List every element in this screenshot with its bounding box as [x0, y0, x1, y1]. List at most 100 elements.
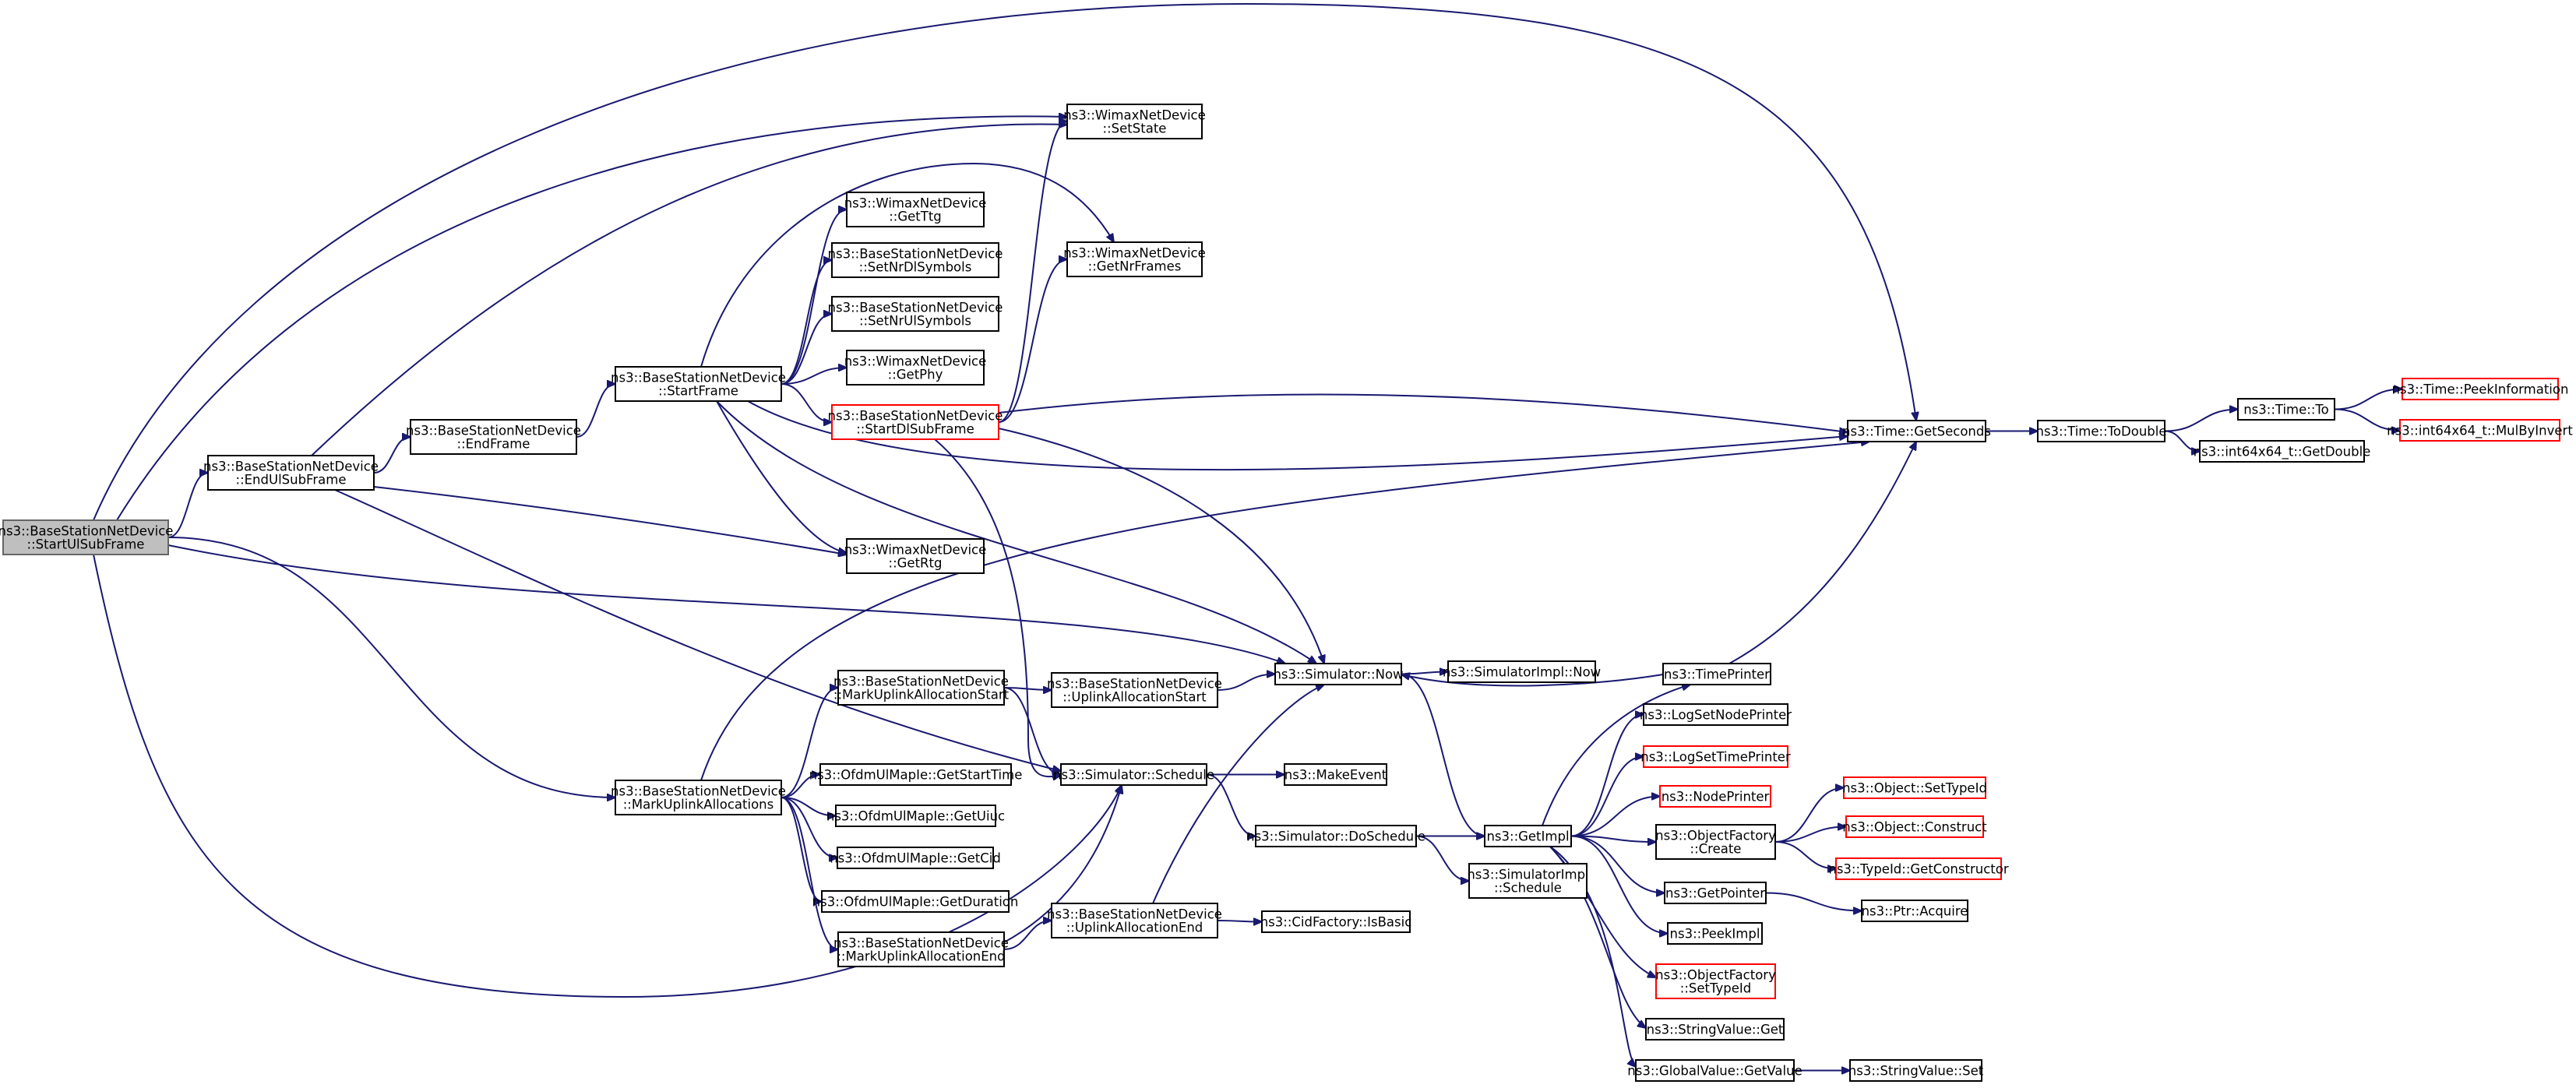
function-node-box[interactable]: [1843, 776, 1986, 799]
function-node[interactable]: ns3::int64x64_t::MulByInvert: [2387, 419, 2573, 442]
function-node[interactable]: ns3::BaseStationNetDevice::SetNrUlSymbol…: [828, 296, 1003, 332]
function-node-box[interactable]: [837, 670, 1005, 706]
function-node[interactable]: ns3::BaseStationNetDevice::MarkUplinkAll…: [611, 780, 786, 815]
function-node[interactable]: ns3::TypeId::GetConstructor: [1828, 857, 2009, 880]
function-node[interactable]: ns3::ObjectFactory::SetTypeId: [1655, 963, 1776, 999]
function-node-box[interactable]: [837, 847, 994, 869]
function-node[interactable]: ns3::WimaxNetDevice::SetState: [1063, 104, 1206, 139]
function-node[interactable]: ns3::Simulator::Now: [1273, 663, 1404, 685]
function-node-box[interactable]: [1664, 882, 1767, 904]
function-node-box[interactable]: [1447, 660, 1596, 683]
function-node-box[interactable]: [1847, 420, 1986, 442]
function-node[interactable]: ns3::LogSetNodePrinter: [1640, 703, 1792, 726]
function-node-box[interactable]: [821, 890, 1010, 913]
function-node-box[interactable]: [1274, 663, 1402, 685]
function-node-box[interactable]: [1051, 672, 1218, 708]
function-node[interactable]: ns3::BaseStationNetDevice::SetNrDlSymbol…: [828, 242, 1003, 278]
function-node[interactable]: ns3::Time::To: [2237, 398, 2335, 421]
function-node-box[interactable]: [1051, 903, 1218, 938]
function-node[interactable]: ns3::BaseStationNetDevice::MarkUplinkAll…: [833, 931, 1009, 967]
function-node-box[interactable]: [207, 455, 375, 491]
function-node-box[interactable]: [831, 296, 999, 332]
function-node[interactable]: ns3::BaseStationNetDevice::StartFrame: [611, 366, 786, 402]
function-node[interactable]: ns3::BaseStationNetDevice::UplinkAllocat…: [1047, 903, 1222, 938]
function-node[interactable]: ns3::Ptr::Acquire: [1861, 900, 1968, 922]
function-node-box[interactable]: [1643, 745, 1788, 768]
function-node[interactable]: ns3::Time::GetSeconds: [1842, 420, 1991, 442]
function-node-box[interactable]: [2, 519, 169, 555]
function-node[interactable]: ns3::TimePrinter: [1662, 663, 1771, 685]
function-node[interactable]: ns3::GlobalValue::GetValue: [1627, 1059, 1802, 1082]
function-node-box[interactable]: [846, 538, 985, 574]
function-node[interactable]: ns3::WimaxNetDevice::GetRtg: [844, 538, 987, 574]
function-node[interactable]: ns3::Time::PeekInformation: [2392, 378, 2569, 400]
function-node-box[interactable]: [2399, 419, 2560, 442]
function-node[interactable]: ns3::MakeEvent: [1284, 763, 1387, 786]
function-node[interactable]: ns3::BaseStationNetDevice::UplinkAllocat…: [1047, 672, 1222, 708]
function-node-box[interactable]: [1659, 785, 1771, 808]
function-node[interactable]: ns3::BaseStationNetDevice::MarkUplinkAll…: [833, 670, 1010, 706]
function-node-box[interactable]: [1655, 824, 1776, 860]
function-node-box[interactable]: [2199, 440, 2365, 463]
function-node[interactable]: ns3::PeekImpl: [1667, 922, 1763, 945]
function-node-box[interactable]: [1635, 1059, 1795, 1082]
function-node[interactable]: ns3::ObjectFactory::Create: [1655, 824, 1776, 860]
function-node-box[interactable]: [1284, 763, 1387, 786]
function-node-box[interactable]: [1643, 703, 1788, 726]
function-node[interactable]: ns3::OfdmUlMapIe::GetStartTime: [809, 763, 1023, 786]
function-node-box[interactable]: [615, 366, 782, 402]
function-node[interactable]: ns3::SimulatorImpl::Now: [1443, 660, 1601, 683]
function-node[interactable]: ns3::Simulator::Schedule: [1053, 763, 1214, 786]
function-node-box[interactable]: [1861, 900, 1968, 922]
function-node-box[interactable]: [1066, 241, 1203, 277]
function-node[interactable]: ns3::Object::SetTypeId: [1842, 776, 1987, 799]
function-node[interactable]: ns3::StringValue::Get: [1645, 1018, 1785, 1040]
function-node[interactable]: ns3::OfdmUlMapIe::GetCid: [830, 847, 1001, 869]
function-node-box[interactable]: [837, 931, 1005, 967]
function-node[interactable]: ns3::BaseStationNetDevice::StartUlSubFra…: [0, 519, 173, 555]
function-node-box[interactable]: [410, 419, 577, 455]
function-node[interactable]: ns3::WimaxNetDevice::GetNrFrames: [1063, 241, 1206, 277]
function-node[interactable]: ns3::BaseStationNetDevice::EndUlSubFrame: [203, 455, 379, 491]
function-node-box[interactable]: [1066, 104, 1203, 139]
function-node-box[interactable]: [846, 192, 985, 227]
function-node-box[interactable]: [1468, 863, 1588, 899]
function-node[interactable]: ns3::GetPointer: [1664, 882, 1767, 904]
function-node-box[interactable]: [2037, 420, 2165, 442]
function-node-box[interactable]: [1849, 1059, 1982, 1082]
function-node[interactable]: ns3::StringValue::Set: [1848, 1059, 1984, 1082]
function-node-box[interactable]: [2237, 398, 2335, 421]
function-node[interactable]: ns3::SimulatorImpl::Schedule: [1467, 863, 1589, 899]
function-node[interactable]: ns3::WimaxNetDevice::GetPhy: [844, 350, 987, 386]
function-node[interactable]: ns3::CidFactory::IsBasic: [1260, 910, 1412, 933]
function-node-box[interactable]: [1655, 963, 1776, 999]
function-node-box[interactable]: [1484, 825, 1572, 847]
function-node-box[interactable]: [2402, 378, 2559, 400]
function-node-box[interactable]: [1845, 815, 1984, 838]
function-node-box[interactable]: [1060, 763, 1207, 786]
function-node[interactable]: ns3::NodePrinter: [1659, 785, 1771, 808]
function-node-box[interactable]: [1261, 910, 1411, 933]
function-node[interactable]: ns3::GetImpl: [1484, 825, 1572, 847]
function-node-box[interactable]: [831, 404, 999, 440]
function-node[interactable]: ns3::BaseStationNetDevice::StartDlSubFra…: [828, 404, 1003, 440]
function-node[interactable]: ns3::int64x64_t::GetDouble: [2194, 440, 2371, 463]
function-node[interactable]: ns3::BaseStationNetDevice::EndFrame: [406, 419, 581, 455]
function-node[interactable]: ns3::WimaxNetDevice::GetTtg: [844, 192, 987, 227]
function-node-box[interactable]: [1835, 857, 2002, 880]
function-node[interactable]: ns3::LogSetTimePrinter: [1640, 745, 1791, 768]
function-node-box[interactable]: [1662, 663, 1771, 685]
function-node[interactable]: ns3::Object::Construct: [1842, 815, 1987, 838]
function-node-box[interactable]: [831, 242, 999, 278]
function-node-box[interactable]: [819, 763, 1012, 786]
function-node[interactable]: ns3::OfdmUlMapIe::GetUiuc: [826, 805, 1005, 827]
function-node-box[interactable]: [846, 350, 985, 386]
function-node[interactable]: ns3::Time::ToDouble: [2035, 420, 2167, 442]
function-node-box[interactable]: [1255, 825, 1417, 847]
function-node-box[interactable]: [1645, 1018, 1785, 1040]
function-node[interactable]: ns3::OfdmUlMapIe::GetDuration: [812, 890, 1019, 913]
function-node[interactable]: ns3::Simulator::DoSchedule: [1246, 825, 1425, 847]
function-node-box[interactable]: [835, 805, 996, 827]
function-node-box[interactable]: [615, 780, 782, 815]
function-node-box[interactable]: [1667, 922, 1763, 945]
